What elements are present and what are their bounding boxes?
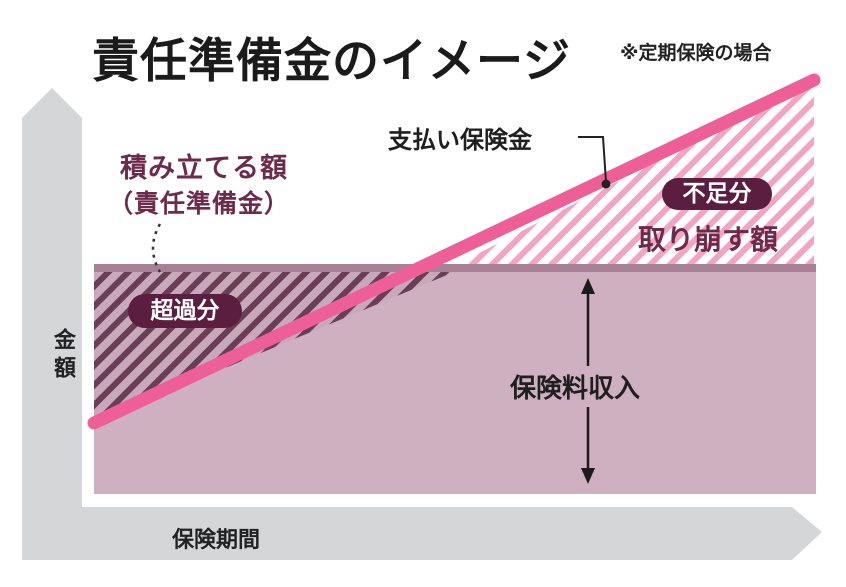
reserve-level-band xyxy=(94,264,816,272)
premium-arrow-up-head xyxy=(581,278,595,294)
reserve-label: 積み立てる額 xyxy=(120,153,288,184)
payout-leader xyxy=(578,136,607,183)
payout-leader-dot xyxy=(601,179,611,189)
diagram-title: 責任準備金のイメージ xyxy=(92,34,572,89)
premium-income-label: 保険料収入 xyxy=(506,366,645,407)
y-axis-arrow xyxy=(22,88,82,555)
shortfall-badge: 不足分 xyxy=(662,178,772,210)
payout-label: 支払い保険金 xyxy=(388,126,532,154)
reserve-leader xyxy=(151,223,162,273)
premium-arrow-down-head xyxy=(581,468,595,484)
scope-note: ※定期保険の場合 xyxy=(620,42,772,64)
payout-line xyxy=(87,73,821,430)
y-axis-label: 金額 xyxy=(50,328,75,384)
excess-badge: 超過分 xyxy=(128,294,242,328)
reserve-label-sub: （責任準備金） xyxy=(108,189,291,218)
x-axis-arrow xyxy=(22,507,822,560)
x-axis-label: 保険期間 xyxy=(172,528,261,553)
shortfall-label: 取り崩す額 xyxy=(638,223,779,256)
